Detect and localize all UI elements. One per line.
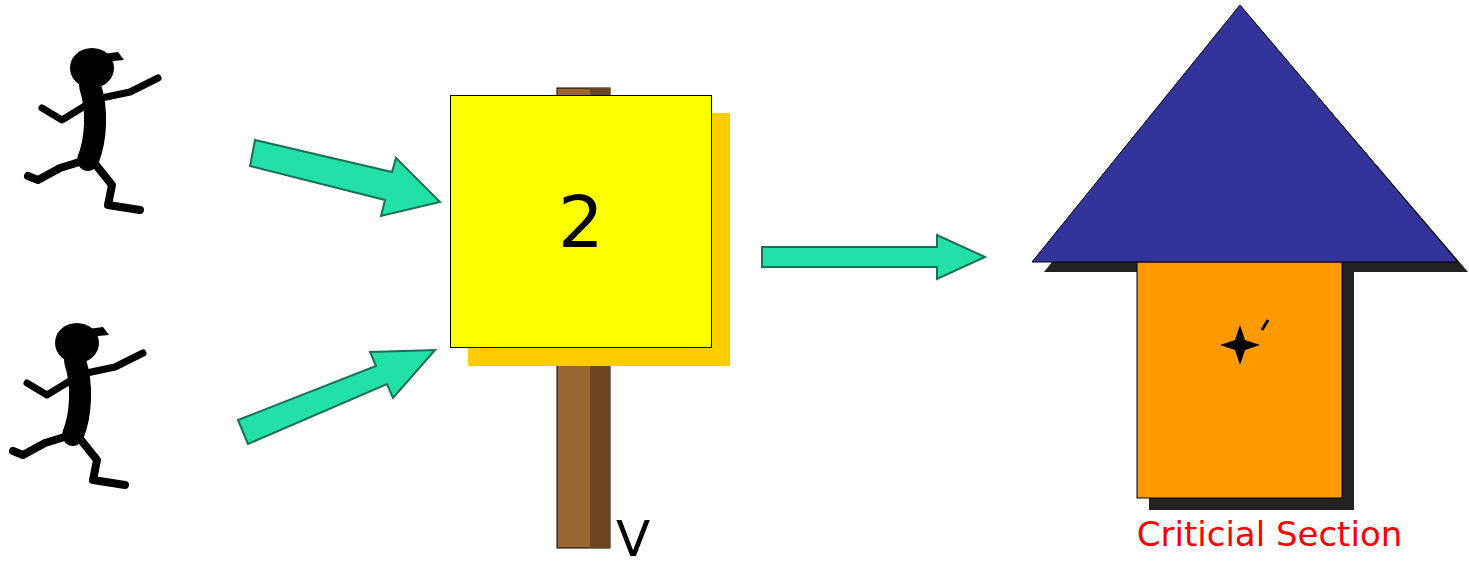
section-label: Criticial Section <box>1010 514 1469 554</box>
sign-board: 2 <box>450 95 712 348</box>
runner-figure <box>28 48 158 210</box>
house-roof <box>1032 5 1458 262</box>
door-knob-star <box>1220 325 1260 365</box>
block-arrow <box>762 235 985 279</box>
block-arrow <box>250 140 440 216</box>
critical-section-house: Criticial Section <box>1010 0 1469 577</box>
star-tick <box>1262 320 1268 330</box>
house-body <box>1137 262 1342 498</box>
semaphore-name: V <box>616 510 650 568</box>
block-arrow <box>238 350 435 444</box>
semaphore-value: 2 <box>558 180 604 264</box>
runner-figure <box>13 323 143 485</box>
